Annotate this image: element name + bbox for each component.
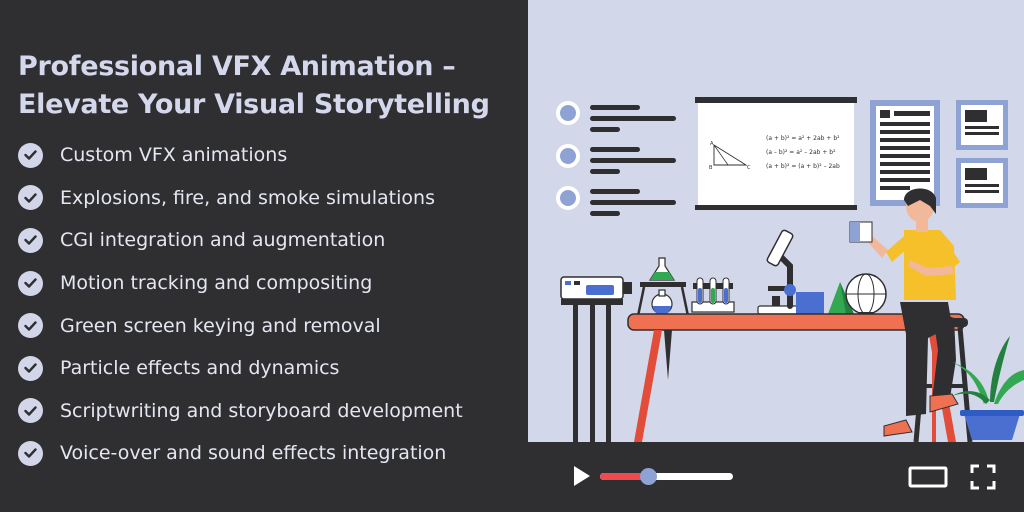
feature-item: Particle effects and dynamics <box>18 347 463 390</box>
check-icon <box>18 355 43 381</box>
check-icon <box>18 185 43 211</box>
triangle-vertex-label: B <box>709 165 713 171</box>
test-tube-rack <box>691 277 735 313</box>
check-icon <box>18 398 43 424</box>
fullscreen-icon <box>970 464 996 490</box>
feature-item: Custom VFX animations <box>18 134 463 177</box>
banner-title: Professional VFX Animation – Elevate You… <box>18 51 490 120</box>
feature-item: Explosions, fire, and smoke simulations <box>18 177 463 220</box>
feature-label: Particle effects and dynamics <box>60 357 340 380</box>
video-frame[interactable]: A B C (a + b)² = a² + 2ab + b² (a – b)² … <box>528 0 1024 442</box>
progress-bar[interactable] <box>600 468 733 485</box>
feature-item: CGI integration and augmentation <box>18 219 463 262</box>
geometry-models <box>796 273 887 316</box>
wall-poster <box>956 158 1008 208</box>
progress-handle[interactable] <box>639 468 657 485</box>
microscope <box>757 229 801 315</box>
projector <box>560 276 632 442</box>
feature-item: Motion tracking and compositing <box>18 262 463 305</box>
theater-mode-icon <box>908 466 948 488</box>
feature-label: Motion tracking and compositing <box>60 272 373 295</box>
equation-line: (a + b)² = (a + b)² – 2ab <box>766 163 840 170</box>
progress-fill <box>600 473 648 480</box>
whiteboard: A B C (a + b)² = a² + 2ab + b² (a – b)² … <box>695 97 857 210</box>
triangle-vertex-label: C <box>747 165 751 171</box>
feature-label: Custom VFX animations <box>60 144 288 167</box>
feature-label: Green screen keying and removal <box>60 314 381 337</box>
bullet-list-graphic <box>556 101 676 216</box>
triangle-vertex-label: A <box>710 141 714 147</box>
theater-mode-button[interactable] <box>908 466 948 488</box>
wall-poster <box>956 100 1008 150</box>
check-icon <box>18 313 43 339</box>
equation-line: (a – b)² = a² – 2ab + b² <box>766 149 836 156</box>
check-icon <box>18 440 43 466</box>
feature-label: CGI integration and augmentation <box>60 229 386 252</box>
classroom-illustration: A B C (a + b)² = a² + 2ab + b² (a – b)² … <box>556 97 1024 442</box>
check-icon <box>18 270 43 296</box>
feature-label: Scriptwriting and storyboard development <box>60 399 463 422</box>
check-icon <box>18 227 43 253</box>
feature-list: Custom VFX animations Explosions, fire, … <box>18 134 463 475</box>
fullscreen-button[interactable] <box>970 464 996 490</box>
play-button[interactable] <box>572 464 592 488</box>
wall-poster <box>870 100 940 206</box>
presenter-person <box>849 188 960 437</box>
feature-item: Green screen keying and removal <box>18 304 463 347</box>
feature-item: Voice-over and sound effects integration <box>18 432 463 475</box>
feature-item: Scriptwriting and storyboard development <box>18 390 463 433</box>
text-panel: Professional VFX Animation – Elevate You… <box>18 51 490 475</box>
video-controls <box>528 442 1024 512</box>
check-icon <box>18 142 43 168</box>
potted-plant <box>952 336 1024 440</box>
flask-stand <box>636 257 690 317</box>
equation-line: (a + b)² = a² + 2ab + b² <box>766 135 840 142</box>
play-icon <box>574 466 590 486</box>
feature-label: Explosions, fire, and smoke simulations <box>60 186 435 209</box>
feature-label: Voice-over and sound effects integration <box>60 442 447 465</box>
